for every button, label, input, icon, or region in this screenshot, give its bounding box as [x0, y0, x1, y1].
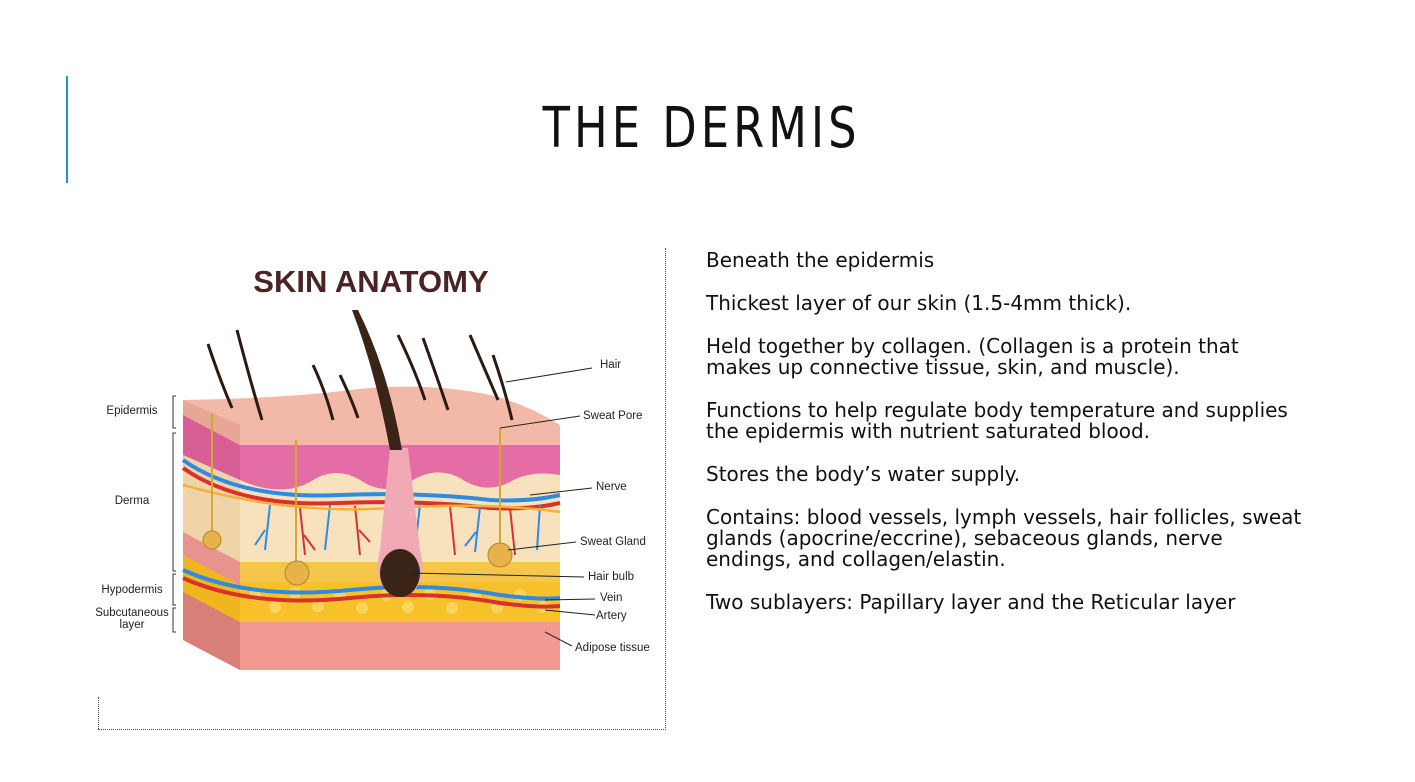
label-sweat-pore: Sweat Pore [583, 410, 642, 422]
surface-hairs [206, 329, 514, 421]
label-sweat-gland: Sweat Gland [580, 536, 646, 548]
bullet-item: Held together by collagen. (Collagen is … [706, 334, 1239, 379]
bullet-item: Thickest layer of our skin (1.5-4mm thic… [706, 291, 1132, 315]
label-subcutaneous-layer: layer [120, 619, 145, 631]
artery-lower [182, 576, 561, 609]
bullet-item: Stores the body’s water supply. [706, 462, 1021, 486]
bullet-list: Beneath the epidermis Thickest layer of … [706, 250, 1306, 635]
label-artery: Artery [596, 610, 627, 622]
label-epidermis: Epidermis [106, 405, 157, 417]
label-hair: Hair [600, 359, 621, 371]
capillaries [254, 503, 541, 556]
label-vein: Vein [600, 592, 622, 604]
main-hair-shaft [352, 310, 402, 450]
label-subcutaneous: Subcutaneous [95, 607, 169, 619]
label-hair-bulb: Hair bulb [588, 571, 634, 583]
skin-block [183, 386, 560, 670]
label-nerve: Nerve [596, 481, 627, 493]
skin-anatomy-diagram: SKIN ANATOMY [95, 264, 650, 670]
figure-frame [98, 248, 666, 730]
bullet-item: Beneath the epidermis [706, 248, 935, 272]
diagram-title: SKIN ANATOMY [253, 264, 489, 299]
base-side-face [183, 590, 240, 670]
left-brackets [172, 395, 176, 633]
slide-title: THE DERMIS [542, 96, 861, 161]
base-layer [240, 620, 560, 670]
bullet-item: Contains: blood vessels, lymph vessels, … [706, 505, 1302, 571]
label-adipose-tissue: Adipose tissue [575, 642, 650, 654]
label-derma: Derma [115, 495, 150, 507]
bullet-item: Functions to help regulate body temperat… [706, 398, 1288, 443]
bullet-item: Two sublayers: Papillary layer and the R… [706, 590, 1236, 614]
epidermis-top [183, 386, 560, 445]
hair-bulb [380, 549, 420, 597]
sweat-glands [202, 413, 513, 586]
title-accent-bar [66, 76, 68, 183]
label-hypodermis: Hypodermis [101, 584, 163, 596]
frame-left-dash [98, 697, 99, 729]
leader-lines [409, 367, 596, 647]
